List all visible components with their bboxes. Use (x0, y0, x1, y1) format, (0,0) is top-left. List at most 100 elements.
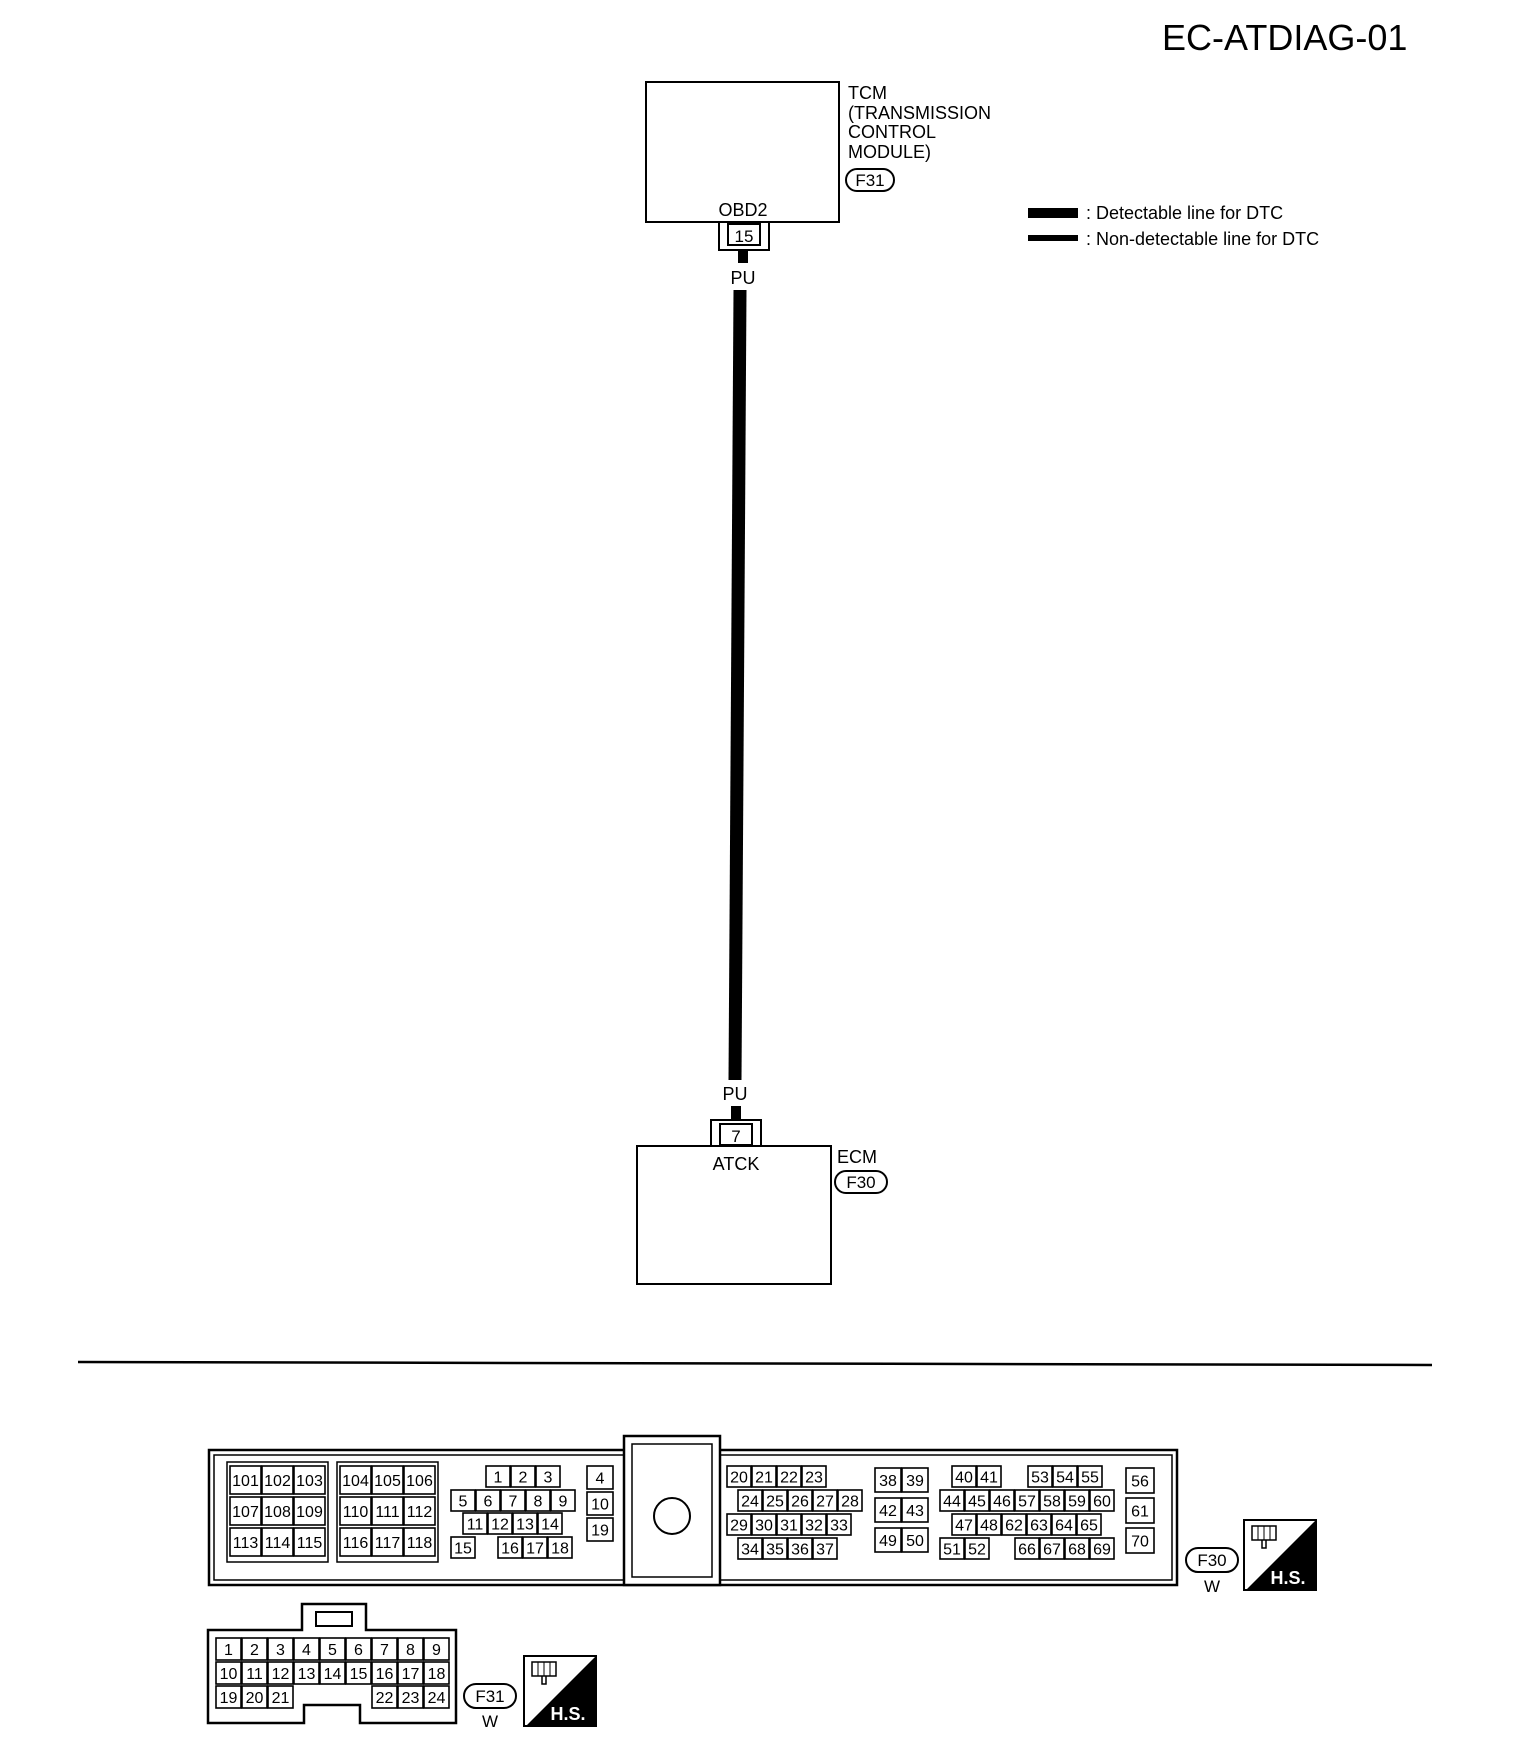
f30-pin-label: 20 (730, 1470, 748, 1487)
f31-pin-label: 9 (432, 1642, 441, 1659)
f30-pin-63: 63 (1026, 1513, 1052, 1536)
f30-pin-23: 23 (801, 1465, 827, 1488)
f30-pin-box (522, 1536, 548, 1559)
f30-pin-116: 116 (339, 1527, 372, 1557)
f31-pin-label: 22 (376, 1690, 394, 1707)
f30-pin-label: 57 (1018, 1494, 1036, 1511)
f30-pin-label: 19 (591, 1523, 609, 1540)
f30-label: F30 (1197, 1551, 1226, 1570)
f30-pin-label: 104 (342, 1473, 369, 1490)
ecm-title: ECM (837, 1147, 877, 1167)
f30-pin-box (403, 1527, 436, 1557)
ecm-terminal-name: ATCK (713, 1154, 760, 1174)
f31-pin-box (241, 1685, 268, 1709)
f30-pin-label: 9 (559, 1494, 568, 1511)
f30-pin-60: 60 (1089, 1489, 1115, 1512)
f30-pin-7: 7 (500, 1489, 526, 1512)
f30-pin-27: 27 (812, 1489, 838, 1512)
f31-pin-box (319, 1661, 346, 1685)
f30-pin-box (939, 1489, 965, 1512)
f30-pin-box (964, 1489, 990, 1512)
f31-pin-box (371, 1661, 398, 1685)
tcm-title-2: (TRANSMISSION (848, 103, 991, 123)
f30-pin-label: 112 (407, 1504, 433, 1521)
f31-pin-box (345, 1661, 372, 1685)
f31-label-badge (463, 1683, 517, 1709)
f30-pin-66: 66 (1014, 1537, 1040, 1560)
f30-pin-30: 30 (751, 1513, 777, 1536)
f30-pin-49: 49 (874, 1527, 902, 1553)
f30-pin-label: 115 (297, 1535, 323, 1552)
f30-pin-box (487, 1512, 513, 1535)
f31-pin-label: 14 (324, 1666, 342, 1683)
f30-pin-box (1089, 1537, 1115, 1560)
f30-pin-32: 32 (801, 1513, 827, 1536)
f30-pin-box (737, 1489, 763, 1512)
f30-pin-label: 12 (491, 1517, 509, 1534)
f30-pin-label: 70 (1131, 1534, 1149, 1551)
f30-pin-61: 61 (1125, 1497, 1155, 1524)
f30-pin-box (475, 1489, 501, 1512)
f30-pin-8: 8 (525, 1489, 551, 1512)
f30-pin-label: 108 (264, 1504, 291, 1521)
non-detectable-line-swatch (1028, 235, 1078, 241)
f30-pin-label: 64 (1055, 1518, 1073, 1535)
f31-pin-label: 13 (298, 1666, 316, 1683)
f30-pin-box (497, 1536, 523, 1559)
f30-pin-1: 1 (485, 1465, 511, 1488)
f30-latch-inner (631, 1443, 713, 1578)
f31-pin-box (371, 1637, 398, 1661)
f30-pin-4: 4 (586, 1465, 614, 1490)
f30-pin-box (762, 1537, 788, 1560)
f30-pin-label: 117 (375, 1535, 401, 1552)
f30-pin-label: 66 (1018, 1542, 1036, 1559)
f30-pin-31: 31 (776, 1513, 802, 1536)
f30-pin-label: 5 (459, 1494, 468, 1511)
f31-pin-1: 1 (215, 1637, 242, 1661)
f30-pin-label: 118 (407, 1535, 433, 1552)
legend-detectable: : Detectable line for DTC (1086, 203, 1283, 223)
f30-pin-label: 28 (841, 1494, 859, 1511)
f31-pin-label: 18 (428, 1666, 446, 1683)
f30-pin-box (371, 1496, 404, 1526)
f30-pin-39: 39 (901, 1467, 929, 1493)
f31-pin-label: 5 (328, 1642, 337, 1659)
f30-pin-112: 112 (403, 1496, 436, 1526)
f30-pin-label: 58 (1043, 1494, 1061, 1511)
f30-pin-5: 5 (450, 1489, 476, 1512)
wire-pu: PU PU (722, 250, 756, 1120)
f31-pin-box (293, 1661, 320, 1685)
f31-pin-box (241, 1661, 268, 1685)
f30-pin-label: 59 (1068, 1494, 1086, 1511)
f30-pin-label: 63 (1030, 1518, 1048, 1535)
ecm-connector-id: F30 (846, 1173, 875, 1192)
f31-pin-box (267, 1661, 294, 1685)
f31-pin-3: 3 (267, 1637, 294, 1661)
f30-pin-box (510, 1465, 536, 1488)
f30-pin-label: 22 (780, 1470, 798, 1487)
f30-pin-box (787, 1537, 813, 1560)
f30-pin-label: 7 (509, 1494, 518, 1511)
f30-pin-box (586, 1491, 614, 1516)
f30-wire-color: W (1204, 1577, 1220, 1596)
f30-pin-label: 45 (968, 1494, 986, 1511)
f30-pin-label: 35 (766, 1542, 784, 1559)
f30-pin-label: 105 (374, 1473, 401, 1490)
f30-pin-58: 58 (1039, 1489, 1065, 1512)
f30-pin-label: 116 (343, 1535, 369, 1552)
f30-pin-label: 24 (741, 1494, 759, 1511)
f31-pin-label: 23 (402, 1690, 420, 1707)
f30-pin-box (976, 1465, 1002, 1488)
f30-pin-59: 59 (1064, 1489, 1090, 1512)
f30-pin-box (951, 1465, 977, 1488)
f31-pin-label: 7 (380, 1642, 389, 1659)
tcm-connector-badge (845, 168, 895, 192)
f30-pin-box (586, 1517, 614, 1542)
f30-pin-box (939, 1537, 965, 1560)
f31-pin-box (397, 1637, 424, 1661)
f30-pin-label: 38 (879, 1473, 897, 1490)
f31-pin-14: 14 (319, 1661, 346, 1685)
f30-pin-box (1039, 1537, 1065, 1560)
f30-pin-label: 111 (375, 1504, 399, 1521)
f30-pin-label: 60 (1093, 1494, 1111, 1511)
